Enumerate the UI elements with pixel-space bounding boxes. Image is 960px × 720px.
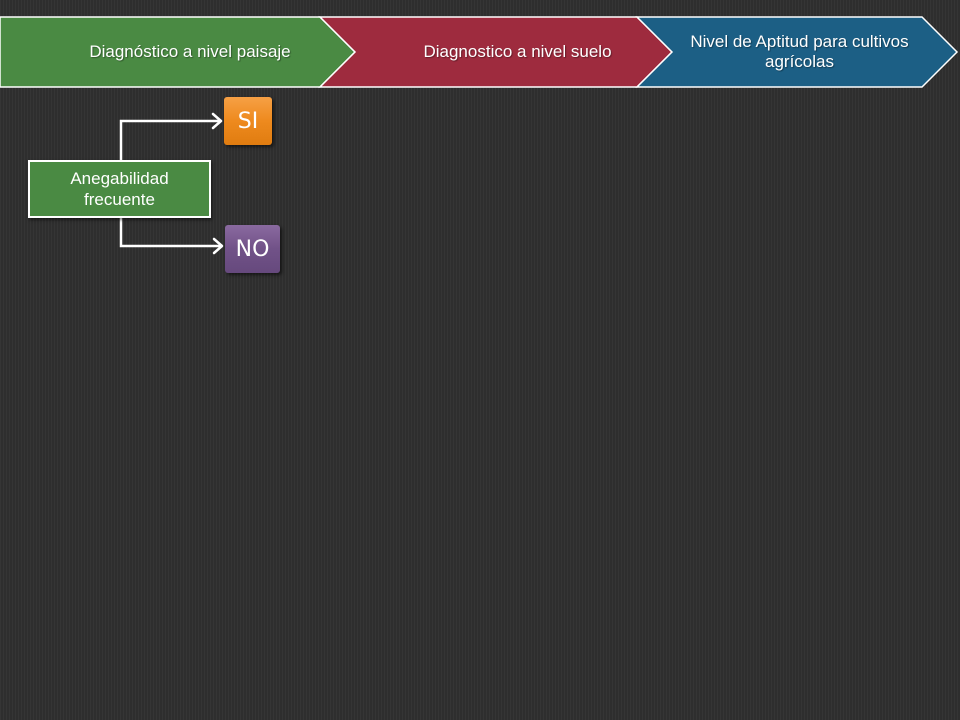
stage-3-label: Nivel de Aptitud para cultivos agrícolas [690, 32, 909, 71]
connector-no-arrowhead [212, 237, 224, 255]
stage-1-label: Diagnóstico a nivel paisaje [89, 42, 291, 61]
connector-yes [119, 119, 220, 160]
process-chevrons [0, 16, 959, 88]
answer-no-badge: NO [225, 225, 280, 273]
connector-no [119, 218, 221, 248]
connector-yes-arrowhead [211, 112, 223, 130]
stage-2-label: Diagnostico a nivel suelo [423, 42, 612, 61]
answer-yes-badge: SI [224, 97, 272, 145]
criterion-anegabilidad-box: Anegabilidad frecuente [28, 160, 211, 218]
stage-3-shape [635, 16, 959, 88]
